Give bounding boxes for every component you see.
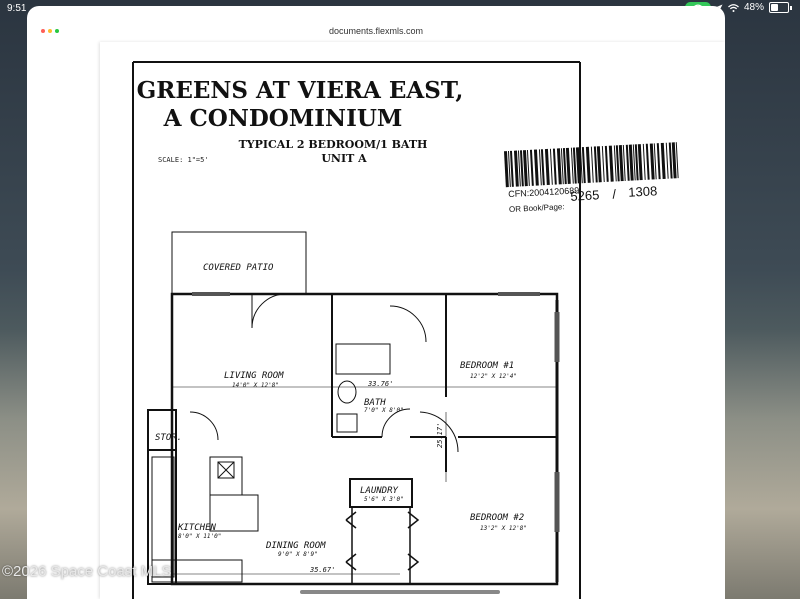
- dimension-35-67: 35.67': [309, 566, 335, 574]
- covered-patio-label: COVERED PATIO: [203, 263, 274, 273]
- barcode-bar: [572, 147, 577, 184]
- barcode-bar: [653, 143, 657, 180]
- barcode-bar: [517, 150, 521, 187]
- barcode-bar: [507, 150, 511, 187]
- barcode-bar: [628, 144, 634, 181]
- barcode-bar: [596, 146, 602, 183]
- browser-window: documents.flexmls.com GREENS AT VIERA EA…: [27, 6, 725, 599]
- barcode-bar: [513, 150, 519, 187]
- barcode-bar: [585, 146, 591, 183]
- url-bar[interactable]: documents.flexmls.com: [328, 26, 424, 36]
- cfn-number: CFN:2004120689: [508, 185, 579, 199]
- barcode-bar: [570, 147, 574, 184]
- barcode-bar: [622, 144, 626, 181]
- barcode-bar: [519, 150, 524, 187]
- laundry-label: LAUNDRY: [360, 486, 399, 496]
- barcode-bar: [556, 148, 562, 185]
- storage-label: STOR.: [155, 433, 182, 443]
- dimension-33-76: 33.76': [367, 380, 393, 388]
- barcode-bar: [645, 143, 650, 180]
- dining-room-label: DINING ROOM: [265, 541, 326, 551]
- minimize-button[interactable]: [48, 29, 52, 33]
- barcode-bar: [503, 151, 509, 188]
- page-number: 1308: [628, 183, 658, 199]
- stove-icon: [217, 461, 235, 479]
- wifi-icon: [728, 3, 739, 12]
- scale-label: SCALE: 1"=5': [158, 156, 209, 164]
- dimension-25-17: 25.17': [436, 423, 444, 448]
- barcode-bar: [560, 148, 564, 185]
- barcode-bar: [671, 142, 677, 179]
- living-room-dimensions: 14'0" X 12'8": [232, 382, 279, 389]
- floor-plan: GREENS AT VIERA EAST, A CONDOMINIUM TYPI…: [132, 61, 679, 599]
- battery-tip: [790, 5, 792, 10]
- bedroom-2-label: BEDROOM #2: [470, 513, 524, 523]
- bath-label: BATH: [364, 398, 386, 408]
- barcode-bar: [538, 149, 542, 186]
- laundry-dimensions: 5'6" X 3'0": [364, 496, 404, 503]
- barcode-bar: [615, 145, 620, 182]
- barcode-bar: [675, 142, 679, 179]
- barcode-bar: [660, 142, 666, 179]
- barcode-bar: [665, 142, 669, 179]
- barcode-bar: [540, 149, 545, 186]
- barcode-bar: [632, 144, 636, 181]
- barcode-bar: [593, 146, 598, 183]
- barcode-bar: [522, 150, 528, 187]
- barcode-bar: [637, 144, 643, 181]
- bath-dimensions: 7'0" X 8'0": [364, 407, 404, 414]
- barcode-bar: [668, 142, 673, 179]
- subtitle-line-2: UNIT A: [321, 152, 367, 165]
- bedroom-1-label: BEDROOM #1: [460, 361, 514, 371]
- title-line-1: GREENS AT VIERA EAST,: [137, 77, 464, 104]
- bedroom-2-dimensions: 13'2" X 12'8": [480, 525, 527, 532]
- subtitle-line-1: TYPICAL 2 BEDROOM/1 BATH: [239, 138, 428, 151]
- barcode-bar: [509, 150, 514, 187]
- living-room-label: LIVING ROOM: [224, 371, 284, 381]
- barcode-bar: [656, 143, 661, 180]
- book-page-label: OR Book/Page:: [509, 202, 565, 214]
- barcode-bar: [601, 146, 605, 183]
- kitchen-label: KITCHEN: [177, 523, 217, 533]
- barcode-bar: [634, 144, 639, 181]
- recording-stamp: CFN:2004120689 OR Book/Page: 5265 / 1308: [503, 142, 679, 214]
- zoom-button[interactable]: [55, 29, 59, 33]
- battery-icon: [769, 2, 789, 13]
- barcode-bar: [579, 147, 583, 184]
- title-line-2: A CONDOMINIUM: [163, 105, 403, 132]
- book-number: 5265: [570, 187, 600, 203]
- barcode-bar: [529, 149, 534, 186]
- window-controls: [41, 29, 59, 33]
- document-frame: [132, 61, 581, 599]
- kitchen-dimensions: 8'0" X 11'0": [178, 533, 221, 540]
- status-time: 9:51: [7, 3, 27, 14]
- barcode-bar: [625, 144, 630, 181]
- bedroom-1-dimensions: 12'2" X 12'4": [470, 373, 517, 380]
- barcode-bar: [533, 149, 539, 186]
- mls-watermark: ©2026 Space Coast MLS: [2, 563, 172, 580]
- close-button[interactable]: [41, 29, 45, 33]
- barcode-bar: [618, 145, 624, 182]
- pdf-document[interactable]: GREENS AT VIERA EAST, A CONDOMINIUM TYPI…: [100, 42, 725, 599]
- barcode-bar: [565, 147, 571, 184]
- barcode-bar: [642, 143, 646, 180]
- walls: [147, 231, 560, 586]
- page-separator: /: [612, 186, 617, 201]
- barcode-bar: [552, 148, 557, 185]
- barcode-bar: [549, 148, 553, 185]
- barcode-bar: [544, 148, 550, 186]
- barcode-bar: [575, 147, 581, 184]
- dining-room-dimensions: 9'0" X 8'9": [278, 551, 318, 558]
- barcode-bar: [562, 148, 567, 185]
- barcode-bar: [613, 145, 617, 182]
- barcode-bar: [581, 147, 586, 184]
- barcode-bar: [649, 143, 655, 180]
- home-indicator[interactable]: [300, 590, 500, 594]
- barcode-bar: [590, 146, 594, 183]
- barcode-bar: [608, 145, 614, 182]
- battery-percent: 48%: [743, 2, 764, 13]
- barcode-bar: [526, 149, 530, 186]
- barcode-image: [503, 142, 679, 188]
- barcode-bar: [604, 145, 609, 182]
